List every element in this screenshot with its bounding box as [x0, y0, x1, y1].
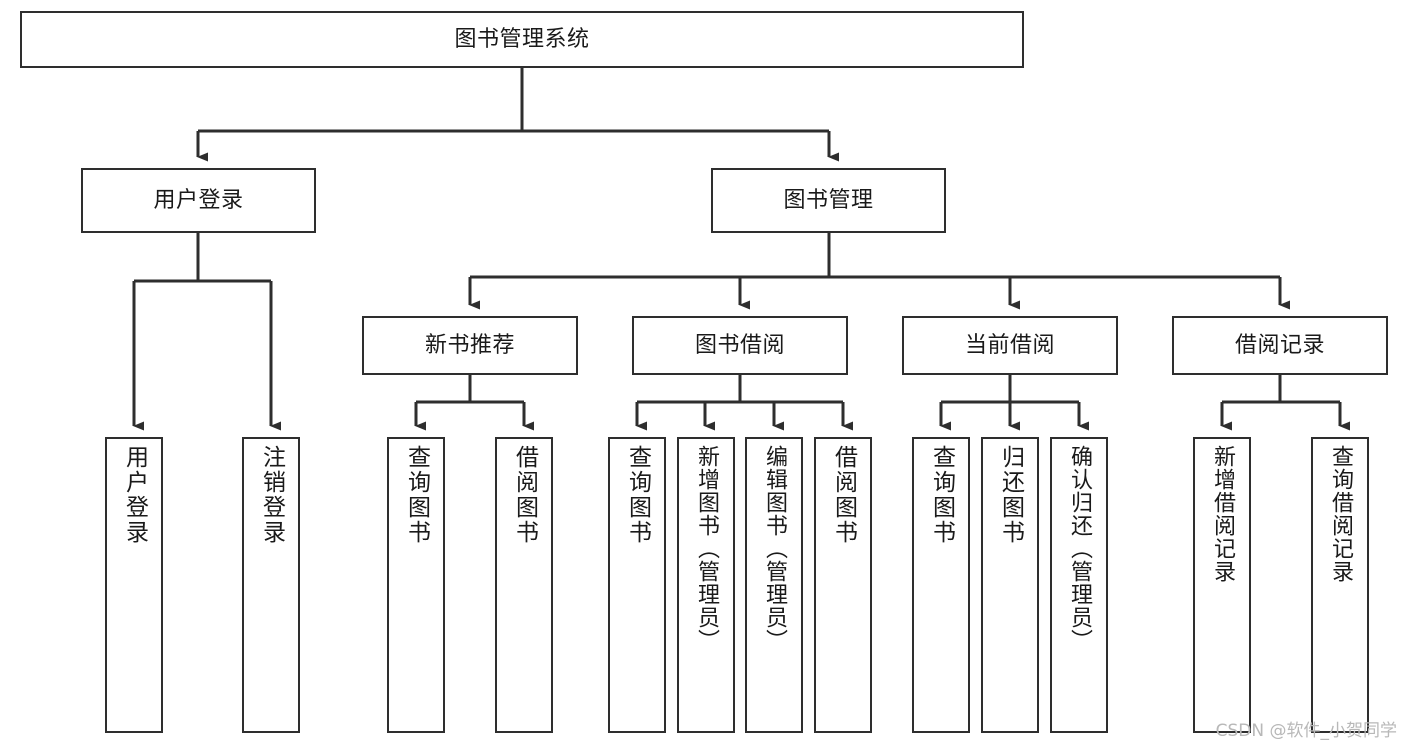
node-new-book-recommend-label: 新书推荐 [424, 332, 515, 358]
leaf-query-book-1-label: 查询图书 [403, 445, 430, 545]
node-current-borrow[interactable]: 当前借阅 [902, 316, 1118, 375]
node-book-manage-label: 图书管理 [783, 187, 874, 213]
leaf-confirm-return-admin[interactable]: 确认归还（管理员） [1050, 437, 1108, 733]
leaf-user-login[interactable]: 用户登录 [105, 437, 163, 733]
leaf-borrow-book-1-label: 借阅图书 [511, 445, 538, 545]
leaf-borrow-book-2-label: 借阅图书 [830, 445, 857, 545]
node-borrow-record[interactable]: 借阅记录 [1172, 316, 1388, 375]
node-new-book-recommend[interactable]: 新书推荐 [362, 316, 578, 375]
leaf-user-login-label: 用户登录 [121, 445, 148, 545]
node-book-borrow-label: 图书借阅 [694, 332, 785, 358]
node-book-manage[interactable]: 图书管理 [711, 168, 946, 233]
node-root-label: 图书管理系统 [454, 26, 590, 52]
node-user-login[interactable]: 用户登录 [81, 168, 316, 233]
leaf-borrow-book-1[interactable]: 借阅图书 [495, 437, 553, 733]
leaf-query-book-2[interactable]: 查询图书 [608, 437, 666, 733]
leaf-query-book-3-label: 查询图书 [928, 445, 955, 545]
node-root[interactable]: 图书管理系统 [20, 11, 1024, 68]
leaf-borrow-book-2[interactable]: 借阅图书 [814, 437, 872, 733]
node-user-login-label: 用户登录 [153, 187, 244, 213]
leaf-return-book[interactable]: 归还图书 [981, 437, 1039, 733]
leaf-add-book-admin[interactable]: 新增图书（管理员） [677, 437, 735, 733]
leaf-query-book-2-label: 查询图书 [624, 445, 651, 545]
leaf-confirm-return-admin-label: 确认归还（管理员） [1067, 445, 1092, 652]
node-book-borrow[interactable]: 图书借阅 [632, 316, 848, 375]
node-current-borrow-label: 当前借阅 [964, 332, 1055, 358]
node-borrow-record-label: 借阅记录 [1234, 332, 1325, 358]
leaf-add-borrow-record[interactable]: 新增借阅记录 [1193, 437, 1251, 733]
leaf-query-borrow-record-label: 查询借阅记录 [1328, 445, 1353, 583]
leaf-return-book-label: 归还图书 [997, 445, 1024, 545]
leaf-query-borrow-record[interactable]: 查询借阅记录 [1311, 437, 1369, 733]
leaf-add-book-admin-label: 新增图书（管理员） [694, 445, 719, 652]
leaf-query-book-3[interactable]: 查询图书 [912, 437, 970, 733]
leaf-add-borrow-record-label: 新增借阅记录 [1210, 445, 1235, 583]
leaf-edit-book-admin-label: 编辑图书（管理员） [762, 445, 787, 652]
leaf-query-book-1[interactable]: 查询图书 [387, 437, 445, 733]
leaf-edit-book-admin[interactable]: 编辑图书（管理员） [745, 437, 803, 733]
leaf-logout-login-label: 注销登录 [258, 445, 285, 545]
leaf-logout-login[interactable]: 注销登录 [242, 437, 300, 733]
